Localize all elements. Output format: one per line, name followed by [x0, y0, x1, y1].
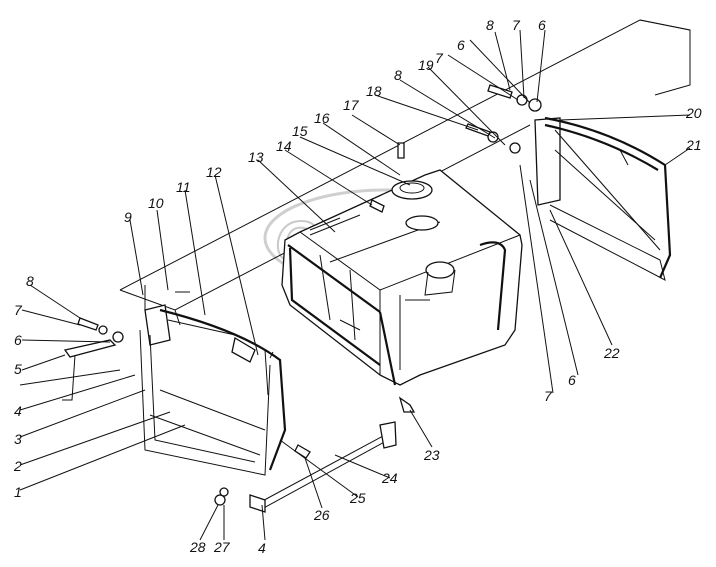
callout-11: 11	[176, 179, 191, 195]
callout-25: 25	[349, 490, 366, 506]
callout-18: 18	[366, 83, 382, 99]
callout-7c: 7	[512, 17, 521, 33]
callout-5: 5	[14, 361, 22, 377]
callout-labels: 1 2 3 4 4 5 6 6 6 6 7 7 7 7 8 8 8 9 10 1…	[13, 17, 702, 556]
callout-28: 28	[189, 539, 206, 555]
callout-8c: 8	[486, 17, 494, 33]
callout-19: 19	[418, 57, 434, 73]
callout-3: 3	[14, 431, 22, 447]
callout-13: 13	[248, 149, 264, 165]
callout-2: 2	[13, 458, 22, 474]
callout-4b: 4	[258, 540, 266, 556]
callout-23: 23	[423, 447, 440, 463]
callout-15: 15	[292, 123, 308, 139]
callout-24: 24	[381, 470, 398, 486]
callout-6d: 6	[568, 372, 576, 388]
callout-14: 14	[276, 138, 292, 154]
fuel-tank	[281, 169, 523, 386]
callout-16: 16	[314, 110, 330, 126]
callout-6: 6	[14, 332, 22, 348]
callout-7b: 7	[435, 50, 444, 66]
left-bracket	[62, 304, 287, 476]
callout-6c: 6	[538, 17, 546, 33]
callout-7: 7	[14, 302, 23, 318]
callout-27: 27	[213, 539, 231, 555]
callout-17: 17	[343, 97, 360, 113]
callout-8: 8	[26, 273, 34, 289]
leader-lines	[19, 29, 691, 541]
callout-8b: 8	[394, 67, 402, 83]
callout-10: 10	[148, 195, 164, 211]
callout-12: 12	[206, 164, 222, 180]
callout-21: 21	[685, 137, 702, 153]
callout-7d: 7	[544, 388, 553, 404]
callout-1: 1	[14, 484, 22, 500]
callout-6b: 6	[457, 37, 465, 53]
callout-9: 9	[124, 209, 132, 225]
callout-4: 4	[14, 403, 22, 419]
callout-20: 20	[685, 105, 702, 121]
callout-22: 22	[603, 345, 620, 361]
callout-26: 26	[313, 507, 330, 523]
